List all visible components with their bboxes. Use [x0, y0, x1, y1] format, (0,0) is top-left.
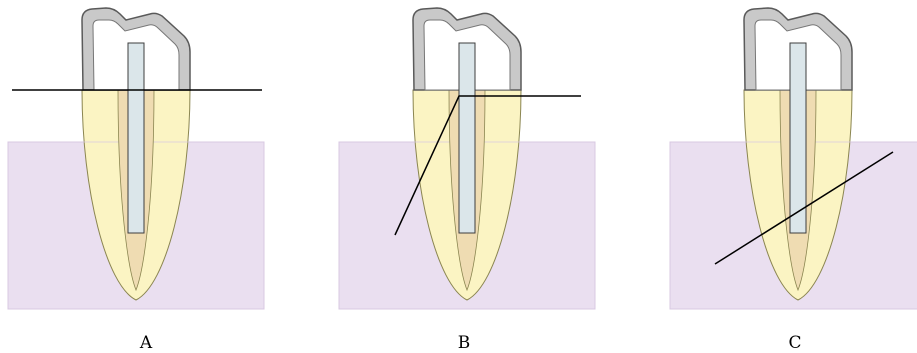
panel-c: [670, 8, 917, 309]
post-a: [128, 43, 144, 233]
post-c: [790, 43, 806, 233]
panel-label-c: C: [788, 333, 801, 353]
panel-label-b: B: [458, 333, 471, 353]
panel-a: [8, 8, 264, 309]
post-b: [459, 43, 475, 233]
panel-label-a: A: [139, 333, 153, 353]
panel-b: [339, 8, 595, 309]
